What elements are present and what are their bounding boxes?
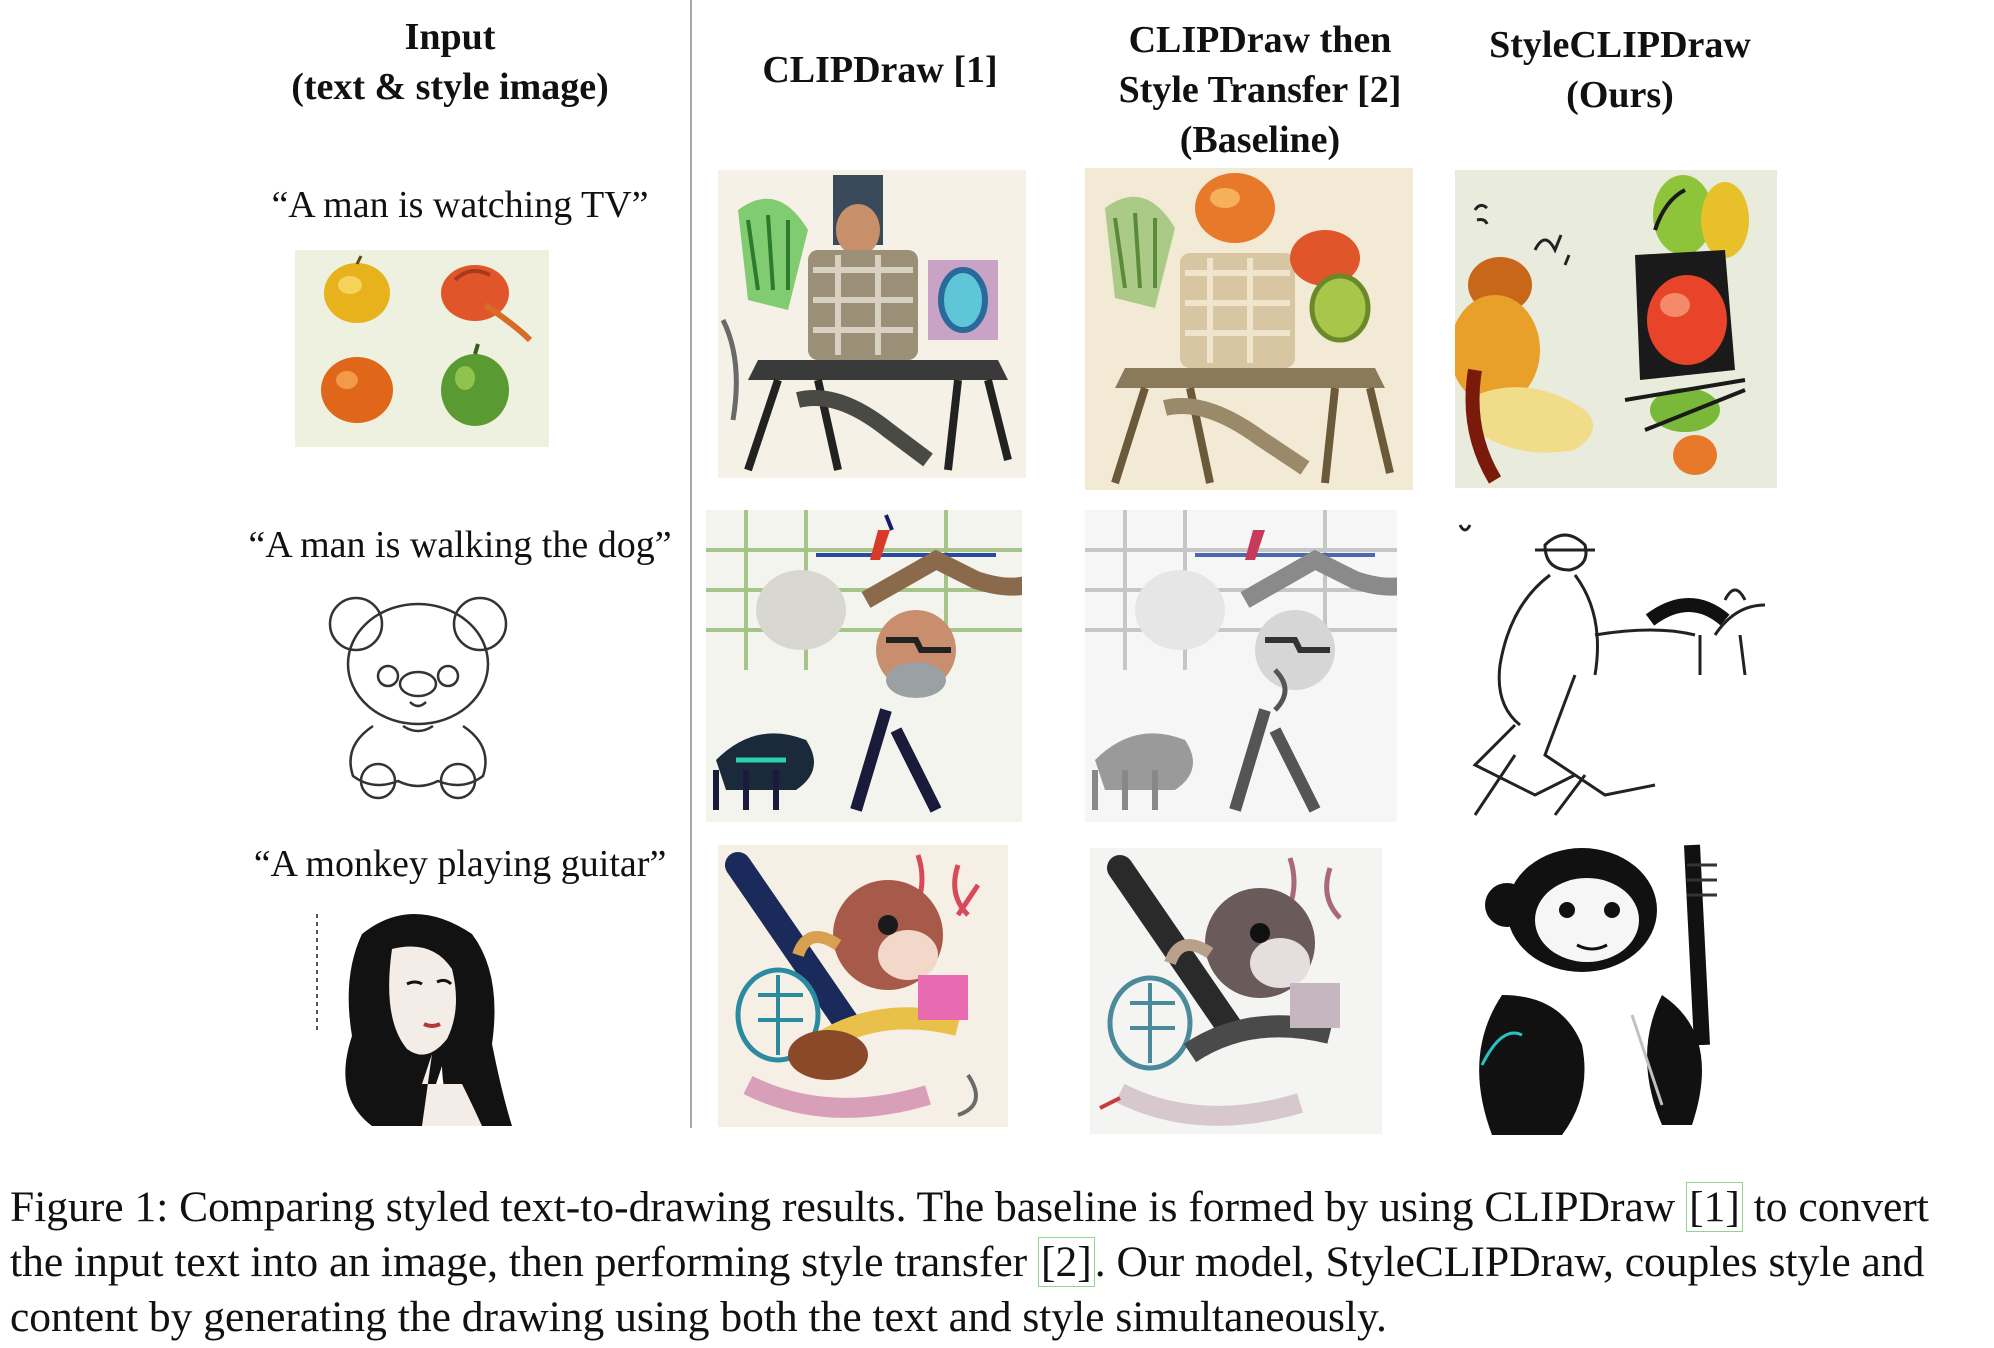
header-ours-line-2: (Ours) <box>1566 74 1674 116</box>
caption-text-3: . Our model, StyleCLIPDraw, couples styl… <box>10 1238 1925 1341</box>
clipdraw-result-watching-tv <box>718 170 1026 478</box>
row-2-prompt: “A man is walking the dog” <box>248 524 672 566</box>
header-baseline-line-2: Style Transfer [2] <box>1118 69 1402 111</box>
clipdraw-result-monkey-guitar <box>718 845 1008 1127</box>
style-image-ink-portrait <box>312 904 522 1126</box>
baseline-result-walking-dog <box>1085 510 1397 822</box>
header-input: Input (text & style image) <box>250 12 650 112</box>
caption-text-2: to convert the input text into an image,… <box>10 1183 1929 1286</box>
header-baseline-line-3: (Baseline) <box>1179 119 1341 161</box>
baseline-result-monkey-guitar <box>1090 848 1382 1134</box>
caption-text-1: Figure 1: Comparing styled text-to-drawi… <box>10 1183 1687 1231</box>
figure-caption: Figure 1: Comparing styled text-to-drawi… <box>10 1180 1990 1345</box>
ours-result-monkey-guitar <box>1462 835 1768 1139</box>
baseline-result-watching-tv <box>1085 168 1413 490</box>
ours-result-watching-tv <box>1455 170 1777 488</box>
row-1-prompt: “A man is watching TV” <box>271 184 649 226</box>
column-divider <box>690 0 692 1128</box>
header-input-line-2: (text & style image) <box>291 66 609 108</box>
header-ours: StyleCLIPDraw (Ours) <box>1440 20 1800 120</box>
header-input-line-1: Input <box>404 16 496 58</box>
clipdraw-result-walking-dog <box>706 510 1022 822</box>
ours-result-walking-dog <box>1455 515 1765 827</box>
style-image-teddy-bear <box>318 586 518 800</box>
header-clipdraw: CLIPDraw [1] <box>720 45 1040 95</box>
header-baseline: CLIPDraw then Style Transfer [2] (Baseli… <box>1060 15 1460 165</box>
caption-citation-2[interactable]: [2] <box>1038 1237 1095 1287</box>
caption-citation-1[interactable]: [1] <box>1686 1182 1743 1232</box>
row-3-prompt: “A monkey playing guitar” <box>253 843 667 885</box>
header-baseline-line-1: CLIPDraw then <box>1128 19 1392 61</box>
style-image-fruits <box>295 250 549 447</box>
header-clipdraw-line-1: CLIPDraw [1] <box>762 49 998 91</box>
header-ours-line-1: StyleCLIPDraw <box>1489 24 1751 66</box>
